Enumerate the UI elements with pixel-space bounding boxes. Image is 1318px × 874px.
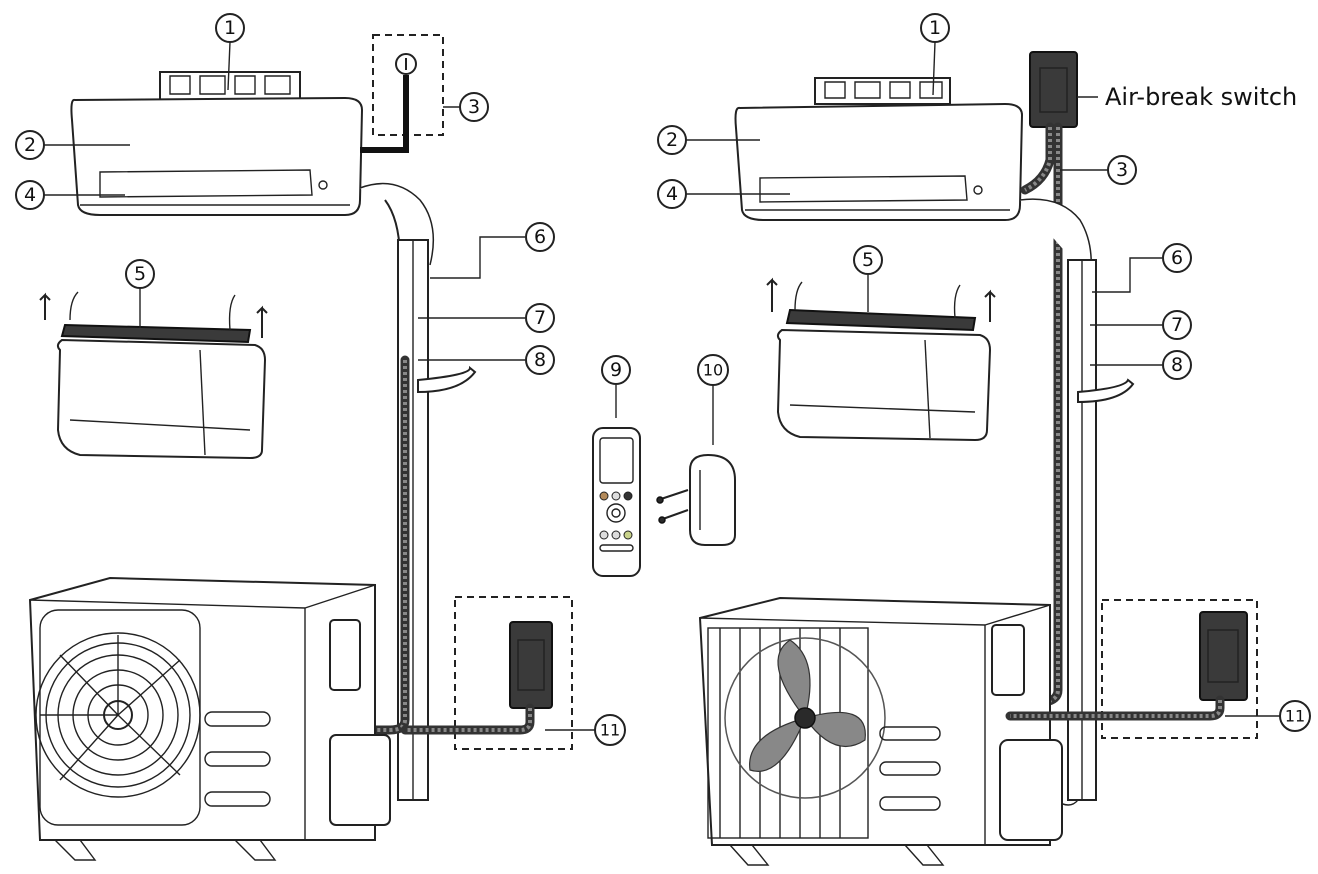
svg-text:8: 8 (1171, 354, 1183, 376)
left-mounting-plate (159, 71, 301, 101)
svg-text:10: 10 (703, 361, 723, 380)
callout-number: 1 (224, 17, 236, 39)
callout-6-left: 6 (525, 222, 555, 252)
callout-3-left: 3 (459, 92, 489, 122)
callout-10: 10 (697, 354, 729, 386)
right-pipes (1019, 198, 1135, 806)
callout-2-right: 2 (657, 125, 687, 155)
svg-text:2: 2 (666, 129, 678, 151)
svg-text:6: 6 (1171, 247, 1183, 269)
callout-8-right: 8 (1162, 350, 1192, 380)
left-lift-illustration (39, 291, 268, 460)
callout-8-left: 8 (525, 345, 555, 375)
left-pipes (340, 182, 477, 801)
remote-holder (656, 385, 736, 546)
svg-text:6: 6 (534, 226, 546, 248)
right-installation (686, 41, 1280, 866)
svg-text:1: 1 (929, 17, 941, 39)
callout-1-right: 1 (920, 13, 950, 43)
callout-5-right: 5 (853, 245, 883, 275)
svg-text:5: 5 (862, 249, 874, 271)
left-power-box (400, 596, 573, 750)
callout-4-left: 4 (15, 180, 45, 210)
right-leader-lines (686, 41, 1280, 717)
callout-4-right: 4 (657, 179, 687, 209)
svg-text:9: 9 (610, 359, 622, 381)
remote-controller (592, 385, 641, 577)
right-air-break-switch (1029, 51, 1098, 128)
right-lift-illustration (766, 277, 996, 442)
right-indoor-unit (734, 102, 1024, 221)
callout-3-right: 3 (1107, 155, 1137, 185)
left-installation (28, 34, 595, 861)
svg-text:7: 7 (534, 307, 546, 329)
svg-text:11: 11 (600, 721, 620, 740)
left-leader-lines (44, 41, 595, 731)
svg-text:7: 7 (1171, 314, 1183, 336)
svg-text:11: 11 (1285, 707, 1305, 726)
callout-7-right: 7 (1162, 310, 1192, 340)
svg-text:2: 2 (24, 134, 36, 156)
callout-5-left: 5 (125, 259, 155, 289)
svg-text:8: 8 (534, 349, 546, 371)
callout-6-right: 6 (1162, 243, 1192, 273)
air-break-switch-label: Air-break switch (1105, 83, 1297, 111)
callout-7-left: 7 (525, 303, 555, 333)
right-outdoor-unit (698, 596, 1063, 866)
callout-9: 9 (601, 355, 631, 385)
svg-text:4: 4 (666, 183, 678, 205)
callout-1-left: 1 (215, 13, 245, 43)
callout-11-right: 11 (1279, 700, 1311, 732)
svg-text:5: 5 (134, 263, 146, 285)
right-power-box (1005, 599, 1258, 739)
left-indoor-unit (70, 96, 364, 216)
callout-2-left: 2 (15, 130, 45, 160)
right-mounting-plate (814, 77, 951, 105)
svg-text:3: 3 (468, 96, 480, 118)
callout-11-left: 11 (594, 714, 626, 746)
svg-text:4: 4 (24, 184, 36, 206)
svg-text:3: 3 (1116, 159, 1128, 181)
left-power-plug (360, 34, 444, 153)
left-outdoor-unit (28, 576, 391, 861)
